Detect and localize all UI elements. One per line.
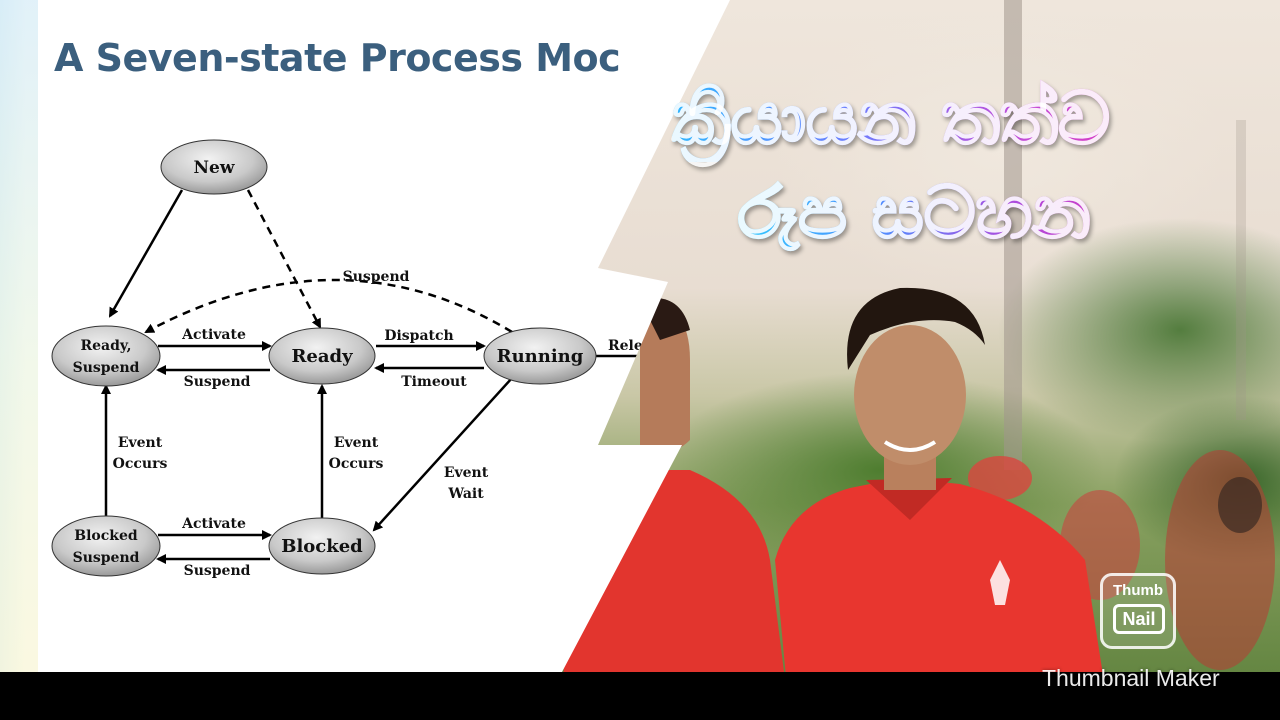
edge-running-suspend — [144, 278, 513, 334]
edge-new-to-ready-suspend — [108, 189, 184, 318]
state-new — [160, 139, 268, 195]
watermark-logo-box: Nail — [1113, 604, 1165, 634]
bottom-bar — [0, 672, 1280, 720]
watermark-text: Thumbnail Maker — [1042, 665, 1220, 691]
slide-edge-decoration — [0, 0, 38, 672]
background-person — [1165, 450, 1275, 670]
background-person — [1218, 477, 1262, 533]
main-person-smile — [883, 440, 937, 452]
state-ready-suspend-label-1: Ready, — [80, 338, 131, 354]
shirt-logo — [990, 560, 1010, 605]
label-suspend-top: Suspend — [343, 269, 410, 285]
slide-title: A Seven-state Process Moc — [54, 36, 621, 80]
state-running-label: Running — [497, 346, 584, 367]
left-person-face — [640, 300, 690, 454]
main-person-shirt — [775, 478, 1110, 720]
state-ready — [268, 327, 376, 385]
state-blocked-suspend-label-2: Suspend — [73, 550, 140, 566]
main-person-hair — [847, 287, 985, 370]
state-running — [483, 327, 597, 385]
label-suspend-bottom: Suspend — [184, 563, 251, 579]
background-pole — [1236, 120, 1246, 420]
label-event-occurs-left-2: Occurs — [113, 456, 168, 472]
state-blocked — [268, 517, 376, 575]
label-timeout: Timeout — [401, 374, 467, 390]
state-ready-suspend-label-2: Suspend — [73, 360, 140, 376]
label-event-occurs-mid-2: Occurs — [329, 456, 384, 472]
edge-new-to-ready — [246, 189, 322, 329]
watermark-logo: Thumb Nail — [1100, 573, 1176, 649]
watermark-logo-top: Thumb — [1113, 582, 1163, 599]
label-dispatch: Dispatch — [384, 328, 453, 344]
state-diagram: New Ready, Suspend Ready Running Blocked… — [51, 139, 652, 579]
label-activate-bottom: Activate — [181, 516, 246, 532]
state-new-label: New — [194, 158, 235, 178]
main-person-face — [854, 325, 966, 465]
state-blocked-label: Blocked — [281, 536, 363, 557]
label-event-occurs-left-1: Event — [118, 435, 163, 451]
label-event-wait-2: Wait — [447, 486, 484, 502]
edge-event-wait — [372, 377, 513, 532]
label-suspend-mid: Suspend — [184, 374, 251, 390]
label-event-wait-1: Event — [444, 465, 489, 481]
label-activate-top: Activate — [181, 327, 246, 343]
background-pole — [1004, 0, 1022, 470]
background-person — [968, 456, 1032, 500]
state-blocked-suspend — [51, 515, 161, 577]
state-ready-suspend — [51, 325, 161, 387]
label-event-occurs-mid-1: Event — [334, 435, 379, 451]
state-ready-label: Ready — [291, 346, 353, 367]
heading-line-2: රූප සටහන — [737, 169, 1092, 255]
state-blocked-suspend-label-1: Blocked — [74, 528, 138, 544]
heading-line-1: ක්‍රියායන තත්ව — [671, 75, 1111, 161]
